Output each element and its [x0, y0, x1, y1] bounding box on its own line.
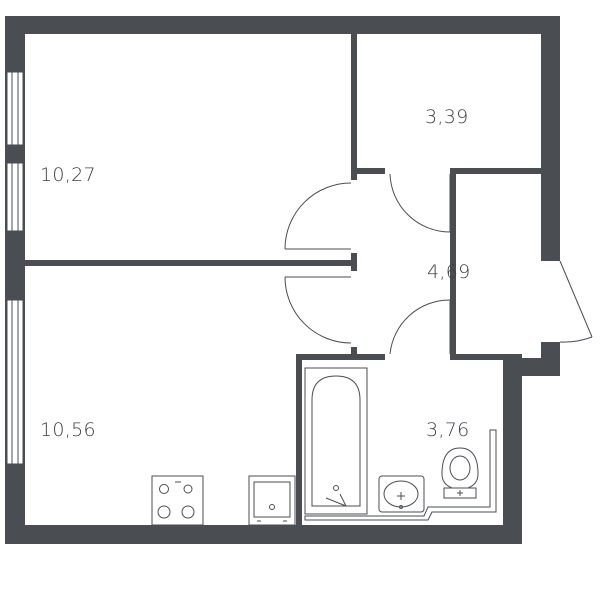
door-room4: [284, 276, 352, 344]
wall-bath-left: [296, 354, 302, 525]
wall-right-lower: [503, 358, 522, 544]
interior-walls: [25, 34, 541, 525]
wall-bottom: [5, 525, 522, 544]
wall-room2-bottom-right: [452, 168, 541, 174]
wall-room2-bottom-left: [351, 168, 385, 174]
area-labels: 10,27 3,39 4,69 10,56 3,76: [40, 106, 471, 441]
wall-bath-stub: [351, 347, 357, 360]
door-room1: [284, 182, 352, 250]
window-middle: [6, 162, 24, 232]
wall-divider-stub: [351, 253, 357, 271]
doors: [284, 173, 593, 355]
window-bottom: [6, 299, 24, 465]
kitchen-sink-icon: [248, 475, 296, 526]
wall-corridor-right: [450, 168, 456, 360]
toilet-icon: [441, 447, 479, 499]
door-room2: [389, 173, 451, 233]
bathtub-icon: [304, 367, 368, 515]
wall-bath-top-left: [296, 354, 385, 360]
room-3-area: 4,69: [427, 261, 471, 283]
stove-icon: [151, 475, 204, 526]
sink-icon: [378, 475, 425, 513]
window-top: [6, 71, 24, 146]
room-1-area: 10,27: [40, 164, 96, 186]
wall-top: [5, 16, 560, 34]
wall-room1-vertical-top: [351, 34, 357, 180]
windows: [6, 71, 24, 465]
room-5-area: 3,76: [426, 419, 470, 441]
wall-bath-top-right: [450, 354, 522, 360]
room-2-area: 3,39: [425, 106, 469, 128]
bath-ledge: [304, 429, 497, 521]
wall-rooms-divider: [25, 260, 357, 266]
door-bathroom: [389, 299, 451, 355]
room-4-area: 10,56: [40, 419, 96, 441]
outer-walls: [5, 16, 560, 544]
wall-right-upper: [541, 16, 560, 261]
door-entrance: [559, 260, 593, 343]
